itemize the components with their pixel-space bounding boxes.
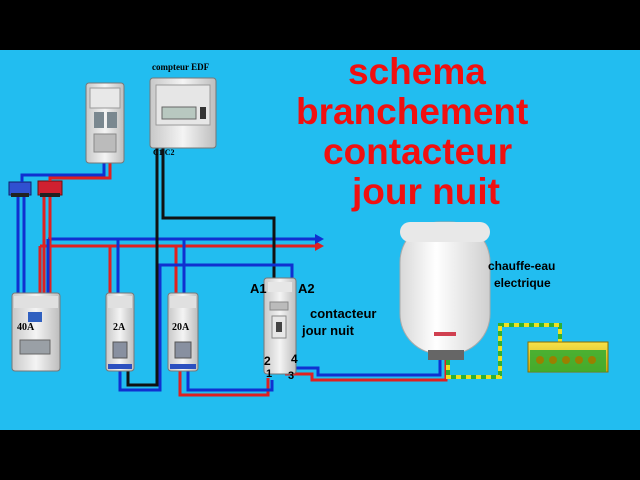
circuit-breaker-40a-icon: [11, 292, 61, 372]
contactor-label-line1: contacteur: [310, 306, 377, 321]
title-line-2: branchement: [296, 91, 529, 132]
disjoncteur-icon: [85, 82, 125, 164]
main-red-wire: [40, 241, 324, 251]
electricity-meter-icon: [149, 77, 217, 149]
circuit-breaker-2a-icon: [105, 292, 135, 372]
title-line-1: schema: [348, 51, 486, 92]
terminal-3-label: 3: [288, 370, 295, 382]
terminal-a1-label: A1: [250, 281, 267, 296]
diagram-canvas: schema branchement contacteur jour nuit …: [0, 50, 640, 430]
title-line-4: jour nuit: [352, 171, 500, 212]
connector-red-icon: [37, 180, 63, 197]
connector-blue-icon: [8, 181, 32, 197]
heater-label-line2: electrique: [494, 276, 551, 290]
contactor-icon: [263, 277, 297, 375]
breaker-40a-label: 40A: [17, 322, 35, 333]
breaker-20a-label: 20A: [172, 322, 190, 333]
circuit-breaker-20a-icon: [167, 292, 199, 372]
terminal-1-label: 1: [266, 368, 273, 380]
main-blue-wire: [48, 234, 324, 244]
terminal-a2-label: A2: [298, 281, 315, 296]
breaker-2a-label: 2A: [113, 322, 126, 333]
wiring-diagram: [8, 77, 609, 397]
meter-label: compteur EDF: [152, 62, 210, 72]
contactor-label-line2: jour nuit: [302, 323, 354, 338]
terminal-2-label: 2: [264, 354, 271, 368]
terminal-block-icon: [527, 341, 609, 373]
title-line-3: contacteur: [323, 131, 513, 172]
meter-terminals-label: C1 C2: [153, 148, 175, 157]
terminal-4-label: 4: [291, 352, 298, 366]
heater-label-line1: chauffe-eau: [488, 259, 556, 273]
water-heater-icon: [399, 221, 491, 360]
